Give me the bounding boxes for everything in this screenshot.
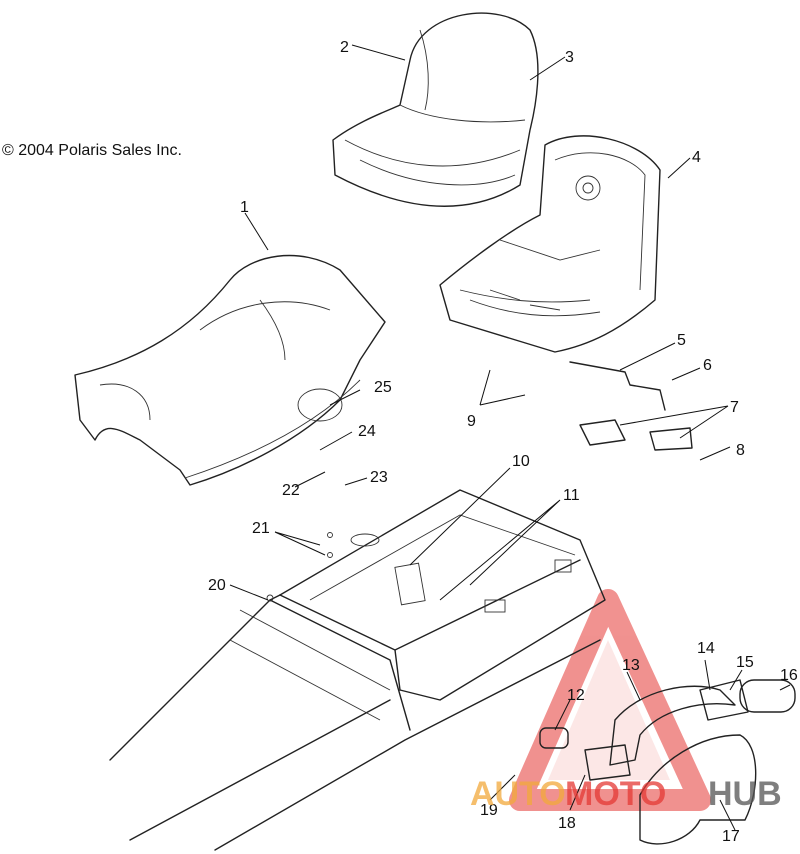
callout-3: 3: [565, 49, 574, 66]
leader-lines: [229, 44, 791, 831]
callout-25: 25: [374, 379, 392, 396]
watermark-word-mid: MOTO: [565, 775, 666, 813]
callout-24: 24: [358, 423, 376, 440]
watermark-word-left: AUTO: [470, 775, 566, 813]
callout-22: 22: [282, 482, 300, 499]
callout-21: 21: [252, 520, 270, 537]
callout-5: 5: [677, 332, 686, 349]
callout-labels: 1 2 3 4 5 6 7 8 9 10 11 12 13 14 15 16 1…: [208, 39, 798, 845]
callout-7: 7: [730, 399, 739, 416]
callout-11: 11: [563, 487, 580, 504]
watermark-logo: [509, 589, 711, 811]
callout-12: 12: [567, 687, 585, 704]
passenger-handle: [539, 679, 796, 845]
watermark-word-right: HUB: [708, 775, 782, 813]
copyright-text: © 2004 Polaris Sales Inc.: [2, 142, 182, 159]
callout-4: 4: [692, 149, 701, 166]
callout-13: 13: [622, 657, 640, 674]
callout-15: 15: [736, 654, 754, 671]
callout-14: 14: [697, 640, 715, 657]
callout-16: 16: [780, 667, 798, 684]
callout-18: 18: [558, 815, 576, 832]
upper-seat-cushion: [332, 12, 539, 207]
lower-seat: [74, 254, 386, 486]
watermark-wordmark: AUTO MOTO HUB: [470, 775, 782, 813]
chassis-tunnel: [109, 489, 606, 851]
seat-bracket-rod: [569, 361, 693, 451]
callout-23: 23: [370, 469, 388, 486]
callout-17: 17: [722, 828, 740, 845]
callout-10: 10: [512, 453, 530, 470]
callout-6: 6: [703, 357, 712, 374]
callout-2: 2: [340, 39, 349, 56]
callout-19: 19: [480, 802, 498, 819]
callout-1: 1: [240, 199, 249, 216]
callout-20: 20: [208, 577, 226, 594]
callout-9: 9: [467, 413, 476, 430]
seat-shell: [439, 135, 661, 353]
callout-8: 8: [736, 442, 745, 459]
